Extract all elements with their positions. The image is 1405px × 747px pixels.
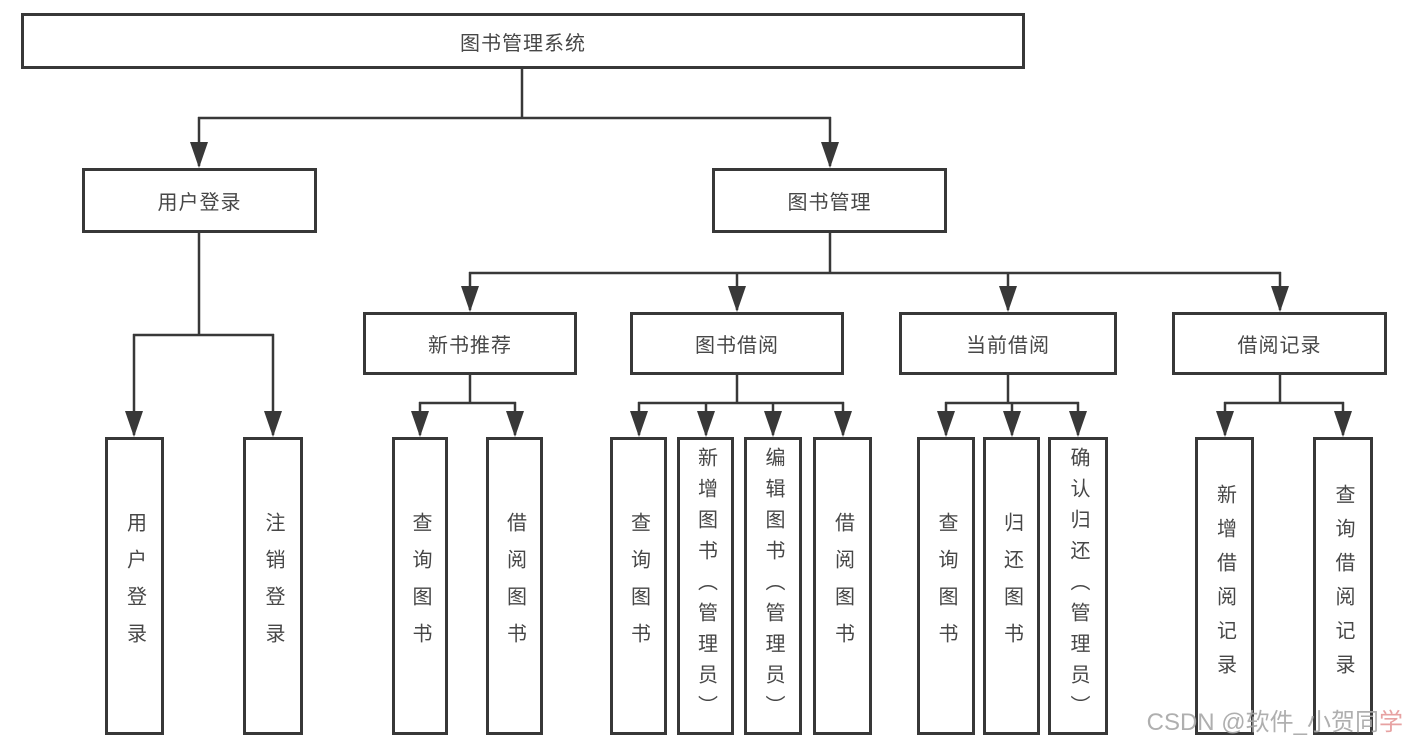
leaf-query-books-recommend: 查询图书 [392,437,448,735]
leaf-borrow-books: 借阅图书 [813,437,872,735]
leaf-query-books-borrow: 查询图书 [610,437,667,735]
leaf-confirm-return-admin: 确认归还（管理员） [1048,437,1108,735]
node-borrow-records: 借阅记录 [1172,312,1387,375]
leaf-query-borrow-record: 查询借阅记录 [1313,437,1373,735]
leaf-borrow-books-recommend: 借阅图书 [486,437,543,735]
csdn-watermark: CSDN @软件_小贺同学 [1147,709,1403,738]
watermark-text-accent: 学 [1379,709,1403,736]
node-book-borrow: 图书借阅 [630,312,844,375]
node-root-system: 图书管理系统 [21,13,1025,69]
leaf-add-book-admin: 新增图书（管理员） [677,437,734,735]
leaf-query-books-current: 查询图书 [917,437,975,735]
leaf-logout: 注销登录 [243,437,303,735]
node-user-login: 用户登录 [82,168,317,233]
leaf-user-login: 用户登录 [105,437,164,735]
leaf-add-borrow-record: 新增借阅记录 [1195,437,1254,735]
node-current-borrow: 当前借阅 [899,312,1117,375]
watermark-text: CSDN @软件_小贺同 [1146,709,1379,736]
node-new-book-recommend: 新书推荐 [363,312,577,375]
leaf-edit-book-admin: 编辑图书（管理员） [744,437,802,735]
leaf-return-book: 归还图书 [983,437,1040,735]
node-book-management: 图书管理 [712,168,947,233]
